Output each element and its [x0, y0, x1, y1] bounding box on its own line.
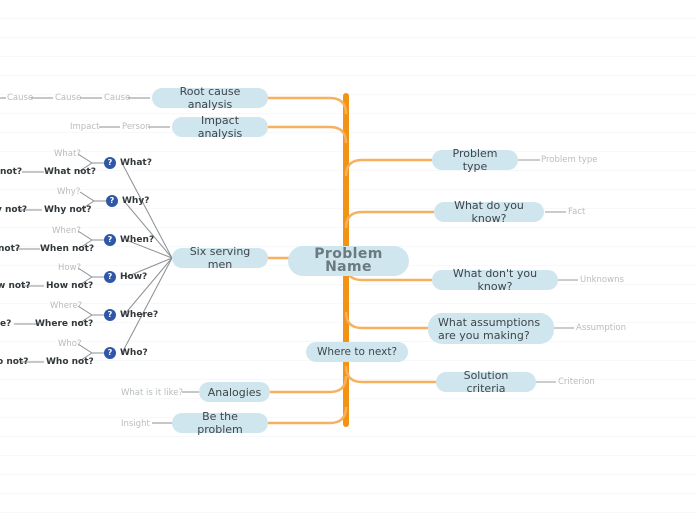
node-what-dont-you-know[interactable]: What don't you know? [432, 267, 558, 293]
chain-label-person: Person [122, 122, 151, 132]
leaf-why-negative: Why not? [44, 205, 92, 215]
fan-who [121, 257, 173, 354]
node-root-cause-analysis-label: Root cause analysis [179, 85, 241, 111]
branch-assumptions [344, 311, 428, 330]
center-node[interactable]: Problem Name [288, 246, 409, 276]
question-label-when: When? [120, 235, 155, 245]
branch-problem-type [344, 158, 432, 177]
branch-analogies [270, 375, 348, 394]
node-problem-type-label: Problem type [452, 147, 498, 173]
leaf-why-positive: Why? [57, 187, 81, 197]
node-what-assumptions[interactable]: What assumptions are you making? [428, 313, 554, 344]
split-what [77, 153, 104, 173]
chain-label-cause-1: Cause [104, 93, 131, 103]
leaf-what-clipped: not? [0, 167, 23, 177]
question-label-why: Why? [122, 196, 150, 206]
split-who [77, 343, 104, 363]
node-impact-analysis[interactable]: Impact analysis [172, 114, 268, 140]
node-what-do-you-know-label: What do you know? [454, 199, 524, 225]
terminal-problem-type: Problem type [541, 155, 598, 165]
node-impact-analysis-label: Impact analysis [197, 114, 243, 140]
node-what-dont-you-know-label: What don't you know? [452, 267, 538, 293]
chain-label-what-is-it-like: What is it like? [121, 388, 184, 398]
leaf-who-clipped: o not? [0, 357, 29, 367]
fan-what [121, 162, 173, 259]
node-six-serving-men-label: Six serving men [189, 245, 251, 271]
node-solution-criteria[interactable]: Solution criteria [436, 369, 536, 395]
leaf-how-positive: How? [58, 263, 82, 273]
node-where-to-next[interactable]: Where to next? [306, 342, 408, 362]
node-what-do-you-know[interactable]: What do you know? [434, 199, 544, 225]
node-analogies[interactable]: Analogies [199, 382, 270, 402]
node-analogies-label: Analogies [207, 385, 262, 399]
terminal-assumption: Assumption [576, 323, 627, 333]
leaf-when-negative: When not? [40, 244, 95, 254]
leaf-what-negative: What not? [44, 167, 96, 177]
fan-how [125, 257, 173, 278]
node-where-to-next-label: Where to next? [316, 345, 398, 358]
terminal-criterion: Criterion [558, 377, 595, 387]
fan-when [125, 239, 173, 259]
split-when [77, 230, 104, 250]
question-icon-what: ? [104, 157, 116, 169]
leaf-where-negative: Where not? [35, 319, 94, 329]
chain-label-impact: Impact [70, 122, 100, 132]
node-six-serving-men[interactable]: Six serving men [172, 245, 268, 271]
chain-label-insight: Insight [121, 419, 150, 429]
question-icon-where: ? [104, 309, 116, 321]
node-what-assumptions-label: What assumptions are you making? [438, 315, 541, 342]
branch-be-problem [268, 406, 348, 425]
leaf-who-positive: Who? [58, 339, 82, 349]
branch-impact [268, 125, 348, 144]
leaf-how-clipped: w not? [0, 281, 31, 291]
terminal-fact: Fact [568, 207, 586, 217]
question-label-who: Who? [120, 348, 148, 358]
chain-label-cause-3: Cause [7, 93, 34, 103]
question-icon-how: ? [104, 271, 116, 283]
question-icon-when: ? [104, 234, 116, 246]
split-why [79, 191, 106, 211]
branch-what-know [344, 210, 434, 229]
leaf-when-clipped: not? [0, 244, 21, 254]
node-root-cause-analysis[interactable]: Root cause analysis [152, 85, 268, 111]
branch-root-cause [268, 96, 348, 115]
leaf-what-positive: What? [54, 149, 81, 159]
leaf-who-negative: Who not? [46, 357, 94, 367]
leaf-how-negative: How not? [46, 281, 94, 291]
leaf-when-positive: When? [52, 226, 81, 236]
center-node-label: Problem Name [314, 246, 383, 275]
split-how [77, 267, 104, 287]
question-icon-who: ? [104, 347, 116, 359]
leaf-where-positive: Where? [50, 301, 83, 311]
leaf-where-clipped: e? [0, 319, 12, 329]
question-label-how: How? [120, 272, 148, 282]
node-problem-type[interactable]: Problem type [432, 147, 518, 173]
fan-why [123, 200, 173, 259]
branch-solution-criteria [344, 365, 436, 384]
fan-where [123, 257, 173, 316]
node-be-the-problem-label: Be the problem [197, 410, 243, 436]
question-label-what: What? [120, 158, 152, 168]
question-label-where: Where? [120, 310, 159, 320]
node-be-the-problem[interactable]: Be the problem [172, 410, 268, 436]
split-where [77, 305, 104, 325]
chain-label-cause-2: Cause [55, 93, 82, 103]
terminal-unknowns: Unknowns [580, 275, 624, 285]
leaf-why-clipped: y not? [0, 205, 28, 215]
node-solution-criteria-label: Solution criteria [463, 369, 509, 395]
question-icon-why: ? [106, 195, 118, 207]
